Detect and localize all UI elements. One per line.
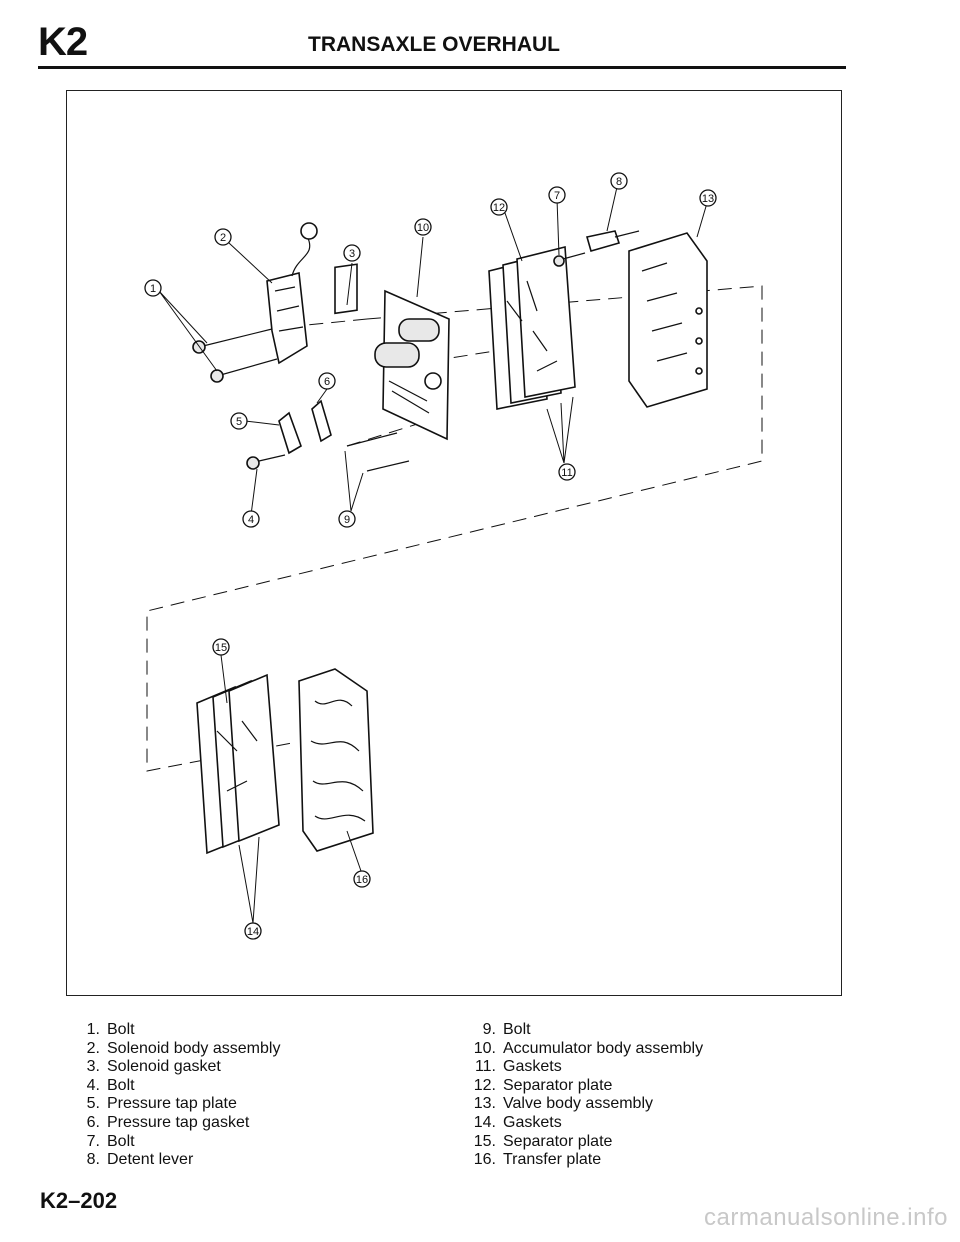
watermark-url: carmanualsonline.info [704,1204,948,1231]
svg-text:6: 6 [324,376,330,388]
legend-item: 2.Solenoid body assembly [86,1039,281,1057]
page-number: K2–202 [40,1188,118,1213]
legend-item: 9.Bolt [482,1021,531,1038]
transfer-plate [298,668,374,852]
svg-text:11: 11 [561,467,572,479]
svg-text:15: 15 [215,642,227,654]
legend-item: 7.Bolt [86,1132,135,1150]
legend-item: 11.Gaskets [474,1058,562,1076]
svg-text:12: 12 [493,202,505,214]
svg-text:2: 2 [220,232,226,244]
callout-12: 12 [490,198,508,216]
svg-text:13: 13 [702,193,714,205]
legend-item: 16.Transfer plate [473,1151,602,1169]
svg-text:1: 1 [150,283,156,295]
callout-10: 10 [414,218,432,236]
solenoid-body-assembly [266,222,318,365]
legend-item: 14.Gaskets [473,1113,562,1131]
legend-item: 12.Separator plate [473,1076,613,1094]
separator-plate-15 [196,673,280,855]
legend-item: 1.Bolt [86,1021,135,1038]
legend-left: 1.Bolt 2.Solenoid body assembly 3.Soleno… [68,1021,281,1170]
legend-item: 4.Bolt [86,1076,135,1094]
section-code: K2 [38,20,88,64]
header-rule [38,66,846,69]
callout-13: 13 [699,189,717,207]
exploded-view-drawing: 1 2 3 4 5 6 7 8 9 10 11 12 13 14 15 16 [144,172,763,940]
svg-text:9: 9 [344,514,350,526]
pressure-tap-plate [278,411,302,455]
page-title: TRANSAXLE OVERHAUL [308,33,561,56]
callout-2: 2 [214,228,232,246]
svg-text:16: 16 [356,874,368,886]
svg-text:8: 8 [616,176,622,188]
svg-text:7: 7 [554,190,560,202]
svg-text:10: 10 [417,222,429,234]
callout-8: 8 [610,172,628,190]
callout-16: 16 [353,870,371,888]
callout-14: 14 [244,922,262,940]
legend-item: 10.Accumulator body assembly [473,1039,704,1057]
legend-right: 9.Bolt 10.Accumulator body assembly 11.G… [464,1021,703,1170]
svg-text:14: 14 [247,926,259,938]
legend-item: 13.Valve body assembly [473,1095,653,1113]
svg-text:5: 5 [236,416,242,428]
legend-item: 5.Pressure tap plate [86,1095,237,1113]
pressure-tap-gasket [311,399,332,443]
legend-item: 8.Detent lever [86,1151,194,1169]
svg-text:3: 3 [349,248,355,260]
legend-item: 3.Solenoid gasket [86,1058,221,1076]
callout-1: 1 [144,279,162,297]
callout-11: 11 [558,463,576,481]
callout-7: 7 [548,186,566,204]
separator-plate-12 [488,245,576,410]
callout-9: 9 [338,510,356,528]
bolts-4-9 [246,432,410,472]
alignment-line [346,420,428,447]
callout-5: 5 [230,412,248,430]
leader-lines [158,186,708,924]
callout-3: 3 [343,244,361,262]
svg-text:4: 4 [248,514,254,526]
valve-body-assembly [553,230,708,408]
callout-15: 15 [212,638,230,656]
solenoid-gasket [334,263,358,315]
callout-6: 6 [318,372,336,390]
exploded-view-figure: 1 2 3 4 5 6 7 8 9 10 11 12 13 14 15 16 [66,90,842,996]
accumulator-body-assembly [374,289,450,441]
legend-item: 6.Pressure tap gasket [86,1113,250,1131]
legend-item: 15.Separator plate [473,1132,613,1150]
callout-4: 4 [242,510,260,528]
